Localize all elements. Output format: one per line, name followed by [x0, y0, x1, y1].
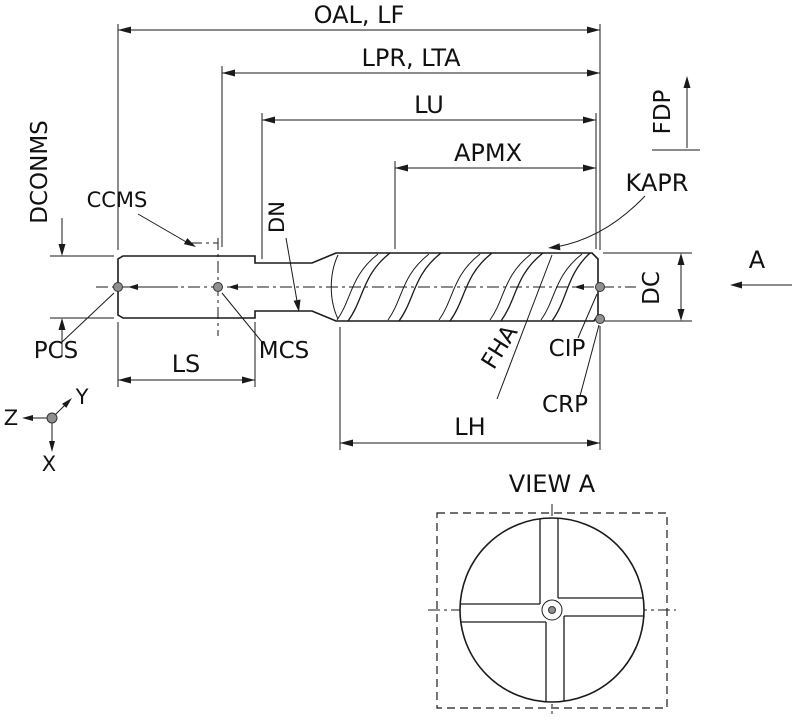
coordinate-triad: Z Y X: [4, 385, 89, 476]
cip-callout: CIP: [549, 293, 598, 362]
flute-curve: [347, 252, 391, 322]
dim-dc: DC: [603, 252, 692, 322]
kapr-callout: KAPR: [548, 169, 689, 251]
leader-line: [577, 293, 598, 339]
dim-ls: LS: [117, 322, 256, 387]
contact-points: [113, 282, 605, 324]
fdp-callout: FDP: [650, 76, 700, 151]
arrowhead: [677, 253, 685, 265]
center-web-circle: [541, 599, 563, 621]
dim-apmx: APMX: [394, 139, 596, 249]
label-lu: LU: [414, 91, 444, 119]
arrowhead: [293, 299, 301, 312]
pcs-marker: [113, 282, 123, 292]
dim-dconms: DCONMS: [27, 120, 114, 356]
arrowhead: [587, 26, 600, 34]
arrowhead: [677, 309, 685, 321]
arrowhead: [262, 116, 275, 124]
dim-oal-lf: OAL, LF: [117, 1, 601, 250]
view-a-indicator: A: [730, 246, 792, 289]
label-kapr: KAPR: [626, 169, 689, 197]
x-axis-arrowhead: [49, 441, 55, 452]
arrowhead: [118, 376, 131, 384]
label-lh: LH: [454, 413, 485, 441]
label-axis-x: X: [42, 452, 56, 476]
mcs-callout: MCS: [221, 292, 310, 364]
arrowhead: [730, 281, 742, 289]
crp-callout: CRP: [542, 324, 600, 418]
label-oal-lf: OAL, LF: [314, 1, 405, 29]
flute-tooth: [557, 518, 643, 599]
arrowhead: [183, 238, 196, 247]
arrowhead: [587, 69, 600, 77]
label-pcs: PCS: [34, 338, 79, 364]
dn-callout: DN: [265, 201, 301, 312]
crp-marker: [595, 314, 605, 324]
leader-line: [61, 292, 115, 343]
pcs-callout: PCS: [34, 292, 115, 364]
arrowhead: [683, 76, 691, 88]
fha-angle-line: [496, 254, 553, 400]
dim-lh: LH: [339, 326, 601, 450]
leader-line: [579, 324, 600, 397]
kapr-leader-curve: [555, 195, 646, 248]
label-dc: DC: [639, 271, 665, 305]
center-point: [548, 606, 556, 614]
dim-lu: LU: [261, 91, 597, 259]
arrowhead: [118, 26, 131, 34]
arrowhead: [242, 376, 255, 384]
arrowhead: [583, 164, 596, 172]
triad-origin-marker: [46, 412, 58, 424]
arrowhead: [395, 164, 408, 172]
label-crp: CRP: [542, 392, 588, 418]
label-ls: LS: [172, 350, 201, 378]
flute-tooth: [460, 519, 541, 605]
dim-lpr-lta: LPR, LTA: [221, 44, 600, 247]
arrowhead: [548, 243, 561, 251]
end-view: VIEW A: [428, 470, 676, 714]
label-fdp: FDP: [650, 89, 676, 134]
ccms-callout: CCMS: [87, 188, 196, 247]
arrowhead: [583, 116, 596, 124]
label-ccms: CCMS: [87, 188, 148, 212]
leader-line: [285, 237, 298, 302]
arrowhead: [222, 69, 235, 77]
arrowhead: [228, 284, 238, 290]
flute-tooth: [563, 615, 644, 701]
mcs-marker: [213, 282, 223, 292]
y-axis-arrowhead: [62, 398, 72, 408]
flute-curve: [398, 252, 442, 322]
flute-tooth: [461, 621, 547, 702]
label-view-a: VIEW A: [509, 470, 596, 498]
arrowhead: [340, 439, 353, 447]
leader-line: [137, 213, 189, 244]
label-cip: CIP: [549, 336, 586, 362]
arrowhead: [128, 284, 138, 290]
arrowhead: [574, 284, 584, 290]
label-dn: DN: [265, 201, 289, 233]
label-apmx: APMX: [454, 139, 522, 167]
arrowhead: [58, 244, 66, 256]
cip-marker: [595, 282, 605, 292]
main-view: [96, 238, 636, 336]
label-a-ref: A: [749, 246, 766, 274]
label-mcs: MCS: [259, 338, 310, 364]
z-axis-arrowhead: [22, 415, 33, 421]
label-axis-y: Y: [75, 385, 89, 409]
label-axis-z: Z: [4, 406, 18, 430]
arrowhead: [58, 318, 66, 330]
label-dconms: DCONMS: [27, 120, 53, 224]
arrowhead: [587, 439, 600, 447]
flute-edge-curve: [438, 253, 481, 321]
label-lpr-lta: LPR, LTA: [361, 44, 461, 72]
